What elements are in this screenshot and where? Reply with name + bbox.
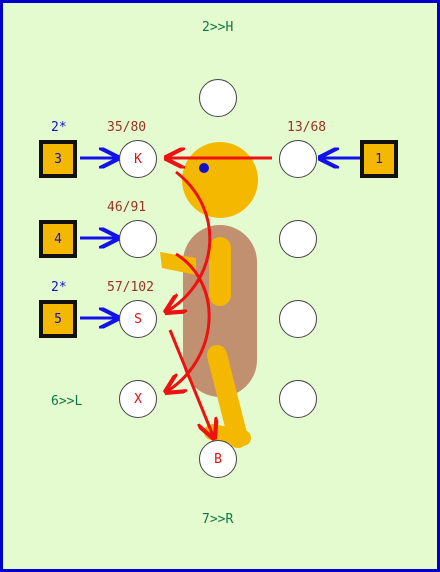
figure-head xyxy=(182,142,258,218)
slot-x-label: X xyxy=(134,391,142,407)
slot-right-4[interactable] xyxy=(279,380,317,418)
ratio-left-low: 57/102 xyxy=(107,280,154,295)
exit-left-label: 6>>L xyxy=(51,394,83,409)
box-1-label: 1 xyxy=(375,151,383,167)
figure-eye-dot xyxy=(199,163,209,173)
ratio-left-mid: 46/91 xyxy=(107,200,147,215)
slot-s-label: S xyxy=(134,311,142,327)
box-5[interactable]: 5 xyxy=(39,300,77,338)
box-3-label: 3 xyxy=(54,151,62,167)
slot-top[interactable] xyxy=(199,79,237,117)
slot-k[interactable]: K xyxy=(119,140,157,178)
figure-hand xyxy=(160,252,196,275)
exit-top-label: 2>>H xyxy=(202,20,234,35)
red-arrow-to-b xyxy=(168,329,214,438)
box-5-label: 5 xyxy=(54,311,62,327)
marker-box3-star: 2* xyxy=(51,120,67,135)
ratio-right-top: 13/68 xyxy=(287,120,327,135)
figure-foot xyxy=(204,424,251,446)
slot-k-label: K xyxy=(134,151,142,167)
box-1[interactable]: 1 xyxy=(360,140,398,178)
slot-right-1[interactable] xyxy=(279,140,317,178)
box-3[interactable]: 3 xyxy=(39,140,77,178)
box-4[interactable]: 4 xyxy=(39,220,77,258)
slot-b-label: B xyxy=(214,451,222,467)
slot-right-3[interactable] xyxy=(279,300,317,338)
figure-leg xyxy=(207,345,248,448)
exit-bottom-label: 7>>R xyxy=(202,512,234,527)
slot-left-2[interactable] xyxy=(119,220,157,258)
slot-b[interactable]: B xyxy=(199,440,237,478)
slot-x[interactable]: X xyxy=(119,380,157,418)
red-arrow-curve-1 xyxy=(166,170,212,312)
red-arrow-curve-2 xyxy=(166,252,211,392)
box-4-label: 4 xyxy=(54,231,62,247)
ratio-left-top: 35/80 xyxy=(107,120,147,135)
slot-right-2[interactable] xyxy=(279,220,317,258)
slot-s[interactable]: S xyxy=(119,300,157,338)
marker-box5-star: 2* xyxy=(51,280,67,295)
